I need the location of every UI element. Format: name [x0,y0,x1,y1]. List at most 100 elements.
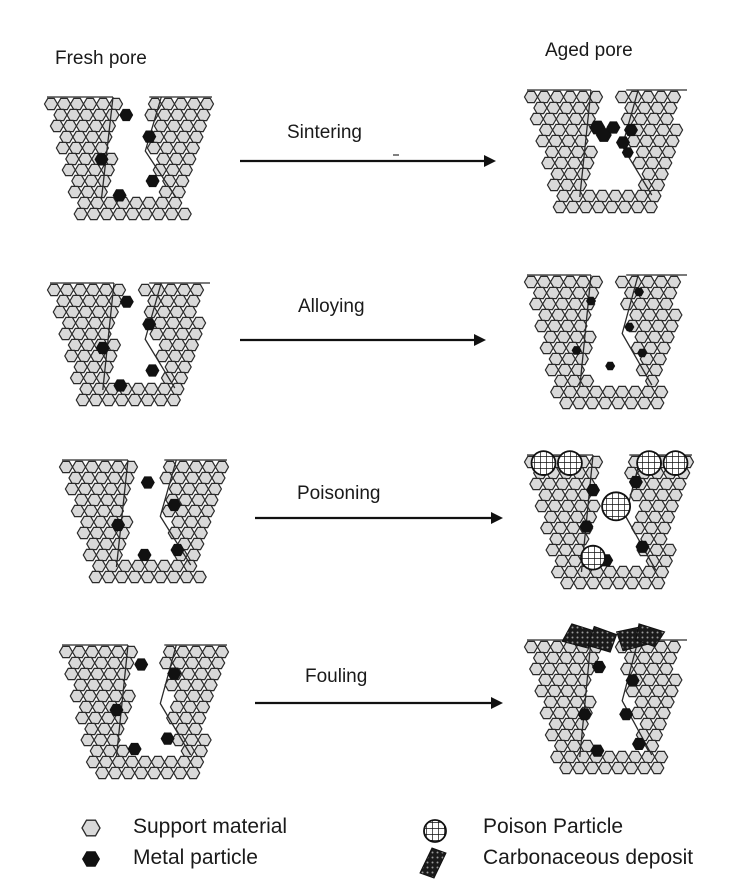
support-particle [60,461,73,472]
support-particle [115,571,128,582]
support-particle [183,153,196,164]
support-particle [185,734,198,745]
support-particle [622,190,635,201]
support-particle [89,571,102,582]
support-particle [558,729,571,740]
support-particle [636,146,649,157]
support-particle [534,102,547,113]
support-particle [568,555,581,566]
support-particle [569,113,582,124]
support-particle [647,298,660,309]
support-particle [204,679,217,690]
support-particle [651,287,664,298]
metal-particle [145,364,159,376]
metal-particle [619,708,633,720]
support-particle [639,320,652,331]
support-particle [99,646,112,657]
support-particle [65,668,78,679]
support-particle [640,135,653,146]
support-particle [54,109,67,120]
support-particle [564,386,577,397]
support-particle [600,577,613,588]
support-particle [567,522,580,533]
support-particle [78,668,91,679]
support-particle [658,522,671,533]
support-particle [90,745,103,756]
support-particle [562,718,575,729]
support-particle [81,734,94,745]
support-particle [169,350,182,361]
metal-particle [141,476,155,488]
support-particle [72,328,85,339]
support-particle [94,734,107,745]
support-particle [616,751,629,762]
support-particle [167,394,180,405]
support-particle [664,287,677,298]
support-particle [187,295,200,306]
support-particle [534,287,547,298]
support-particle [193,712,206,723]
support-particle [76,712,89,723]
support-particle [100,361,113,372]
support-particle [574,577,587,588]
support-particle [584,146,597,157]
support-particle [555,555,568,566]
support-particle [212,657,225,668]
support-particle [109,295,122,306]
fresh-pore-fouling [60,645,229,779]
support-particle [126,756,139,767]
support-particle [652,577,665,588]
support-particle [171,701,184,712]
support-particle [530,478,543,489]
support-particle [94,186,107,197]
legend-support-label: Support material [133,815,287,839]
support-particle [91,197,104,208]
support-particle [653,353,666,364]
support-particle [180,120,193,131]
support-particle [178,284,191,295]
support-particle [665,500,678,511]
support-particle [569,663,582,674]
support-particle [564,168,577,179]
support-particle [83,690,96,701]
support-particle [574,500,587,511]
support-particle [643,309,656,320]
support-particle [538,641,551,652]
support-particle [126,208,139,219]
support-particle [568,375,581,386]
support-particle [649,511,662,522]
support-particle [570,331,583,342]
aged-pore-sintering [525,90,688,213]
metal-particle [616,136,630,148]
support-particle [557,190,570,201]
support-particle [69,657,82,668]
support-particle [643,489,656,500]
support-particle [174,295,187,306]
support-particle [193,120,206,131]
support-particle [566,707,579,718]
aged-pore-poisoning [525,451,694,588]
support-particle [625,397,638,408]
support-particle [530,113,543,124]
support-particle [625,652,638,663]
support-particle [80,383,93,394]
support-particle [178,361,191,372]
support-particle [543,113,556,124]
aged-pore-alloying [525,275,688,409]
support-particle [165,208,178,219]
support-particle [89,317,102,328]
support-particle [617,566,630,577]
support-particle [109,549,122,560]
poison-particle [581,546,605,570]
support-particle [100,208,113,219]
support-particle [96,295,109,306]
support-particle [67,109,80,120]
support-particle [74,679,87,690]
support-particle [100,538,113,549]
support-particle [158,560,171,571]
support-particle [86,131,99,142]
support-particle [87,284,100,295]
support-particle [612,397,625,408]
support-particle [665,320,678,331]
support-particle [96,767,109,778]
